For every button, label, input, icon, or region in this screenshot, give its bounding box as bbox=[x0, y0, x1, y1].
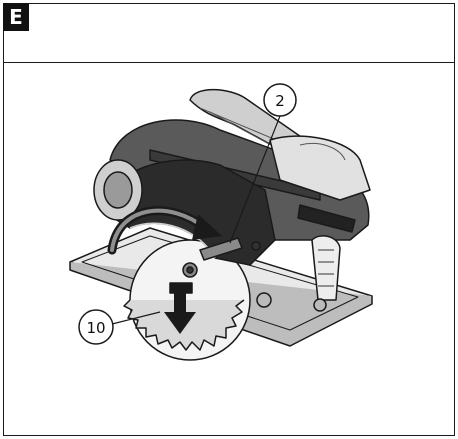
circular-saw-icon bbox=[69, 88, 373, 361]
callout-2-label: 2 bbox=[275, 92, 285, 110]
battery-pack bbox=[269, 135, 371, 201]
figure-header-band bbox=[3, 3, 455, 63]
figure-frame bbox=[3, 3, 455, 436]
callout-10-label: 10 bbox=[86, 319, 105, 337]
down-arrow-icon bbox=[164, 292, 196, 334]
bevel-scale bbox=[311, 235, 341, 301]
lock-lever bbox=[199, 237, 243, 261]
figure-letter-badge: E bbox=[3, 3, 29, 31]
callout-10: 10 bbox=[78, 309, 161, 345]
rotation-arrow-icon bbox=[107, 206, 222, 255]
figure-letter: E bbox=[9, 5, 23, 29]
callout-2: 2 bbox=[229, 83, 297, 244]
